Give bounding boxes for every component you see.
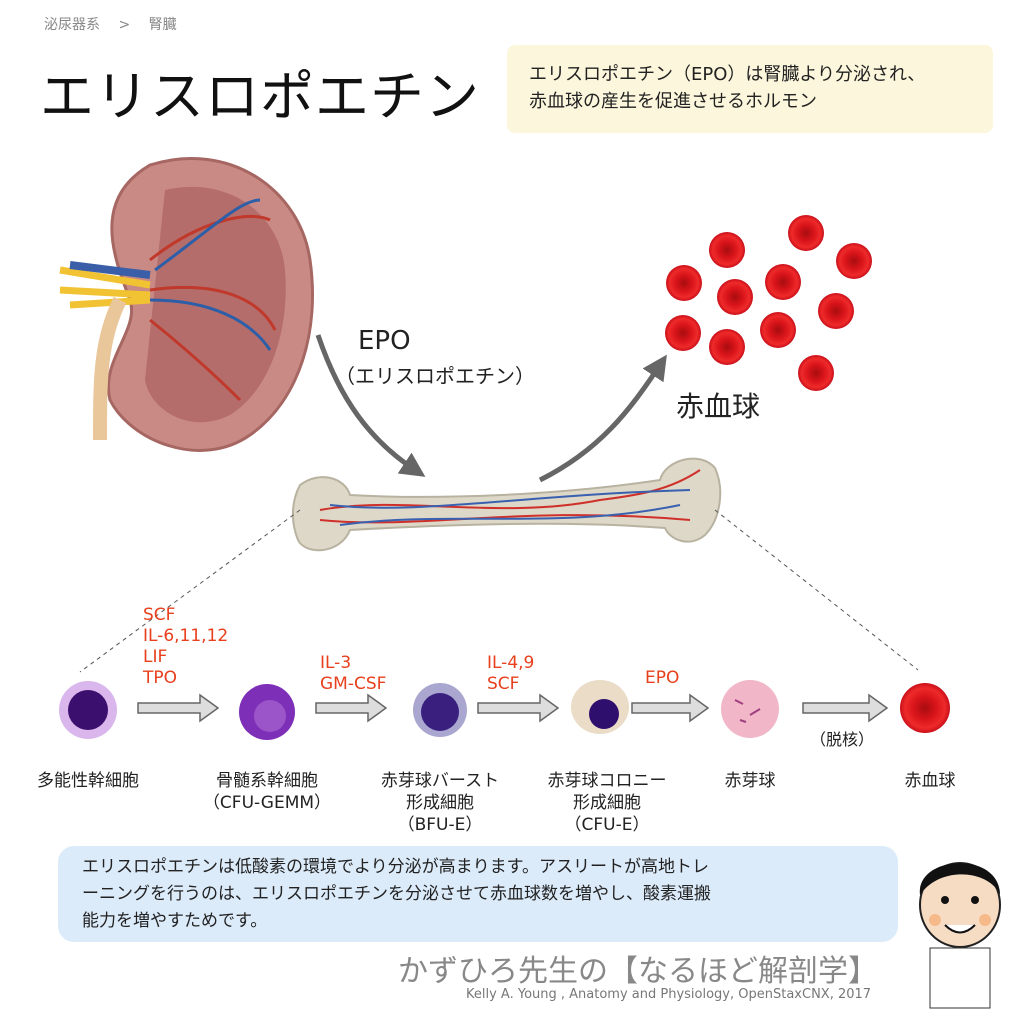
breadcrumb-current: 腎臓 [148, 17, 177, 33]
rbc-cluster [665, 215, 872, 391]
page-title: エリスロポエチン [40, 65, 480, 128]
summary-box: エリスロポエチン（EPO）は腎臓より分泌され、 赤血球の産生を促進させるホルモン [507, 45, 993, 133]
cell-label: 骨髄系幹細胞（CFU-GEMM） [202, 771, 332, 813]
cell-label: 赤血球 [904, 771, 956, 791]
cell-label: 赤芽球バースト形成細胞（BFU-E） [380, 771, 500, 835]
cell-label: 赤芽球コロニー形成細胞（CFU-E） [547, 771, 667, 835]
step-arrows [137, 693, 889, 723]
summary-line: 赤血球の産生を促進させるホルモン [529, 91, 817, 112]
epo-abbr: EPO [358, 326, 411, 356]
dashed-line [79, 509, 301, 673]
breadcrumb-parent[interactable]: 泌尿器系 [44, 17, 100, 33]
note-bubble: エリスロポエチンは低酸素の環境でより分泌が高まります。アスリートが高地トレ ーニ… [58, 846, 898, 942]
brand-title: かずひろ先生の【なるほど解剖学】 [398, 954, 878, 989]
summary-line: エリスロポエチン（EPO）は腎臓より分泌され、 [529, 64, 926, 85]
cytokine-label: EPO [645, 668, 680, 688]
rbc-arrow [538, 354, 667, 483]
cell-label: 多能性幹細胞 [37, 771, 139, 791]
source-credit: Kelly A. Young , Anatomy and Physiology,… [466, 987, 872, 1002]
bone-illustration [292, 457, 722, 552]
cell-row [59, 680, 950, 740]
cell-label: 赤芽球 [724, 771, 776, 791]
breadcrumb: 泌尿器系 > 腎臓 [44, 14, 191, 34]
enucleation-label: （脱核） [810, 730, 875, 749]
kidney-illustration [59, 156, 314, 452]
dashed-line [714, 509, 919, 671]
rbc-label: 赤血球 [676, 390, 761, 423]
epo-fullname: （エリスロポエチン） [335, 364, 535, 388]
epo-arrow [315, 334, 426, 477]
doctor-avatar [875, 862, 1001, 1009]
breadcrumb-separator: > [118, 17, 131, 33]
